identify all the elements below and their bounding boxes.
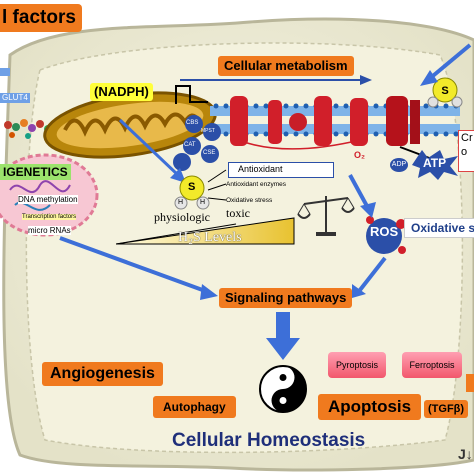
bracket-arrow-icon — [175, 85, 208, 104]
apoptosis-label: Apoptosis — [318, 394, 422, 420]
enzyme-mpst: MPST — [201, 128, 215, 134]
environmental-factors-title: l factors — [0, 4, 82, 32]
enzyme-cat: CAT — [184, 142, 196, 148]
physiologic-label: physiologic — [154, 210, 210, 224]
corner-logo: J↓ — [458, 446, 473, 462]
oxygen-label: O₂ — [354, 150, 365, 160]
atp-label: ATP — [423, 156, 447, 170]
right-clipped-box: Cr o — [458, 130, 474, 172]
autophagy-label: Autophagy — [153, 396, 236, 418]
cellular-homeostasis-label: Cellular Homeostasis — [172, 430, 366, 451]
antioxidant-title: Antioxidant — [238, 164, 283, 174]
antioxidant-box — [228, 162, 334, 178]
ros-label: ROS — [370, 224, 399, 239]
antioxidant-enzymes-label: Antioxidant enzymes — [226, 181, 286, 188]
tgfb-label: (TGFβ) — [424, 400, 469, 418]
glut4-label: GLUT4 — [0, 93, 30, 103]
h2s-levels-label: H₂S Levels — [178, 230, 242, 245]
enzyme-cse: CSE — [203, 150, 216, 156]
h2s-molecule-right: S — [427, 77, 463, 108]
pyroptosis-label: Pyroptosis — [328, 352, 386, 378]
oxidative-stress-small-label: Oxidative stress — [226, 197, 273, 204]
signaling-pathways-label: Signaling pathways — [219, 288, 353, 308]
electron-transport-chain — [210, 96, 460, 163]
h2s-hydrogen-right: H — [200, 199, 206, 206]
enzyme-cbs: CBS — [186, 120, 199, 126]
right-clipped-line1: Cr — [461, 132, 473, 144]
small-arrows — [207, 169, 227, 201]
right-orange-tag — [466, 374, 474, 392]
ferroptosis-label: Ferroptosis — [402, 352, 462, 378]
enzyme-cluster — [173, 115, 221, 171]
svg-text:S: S — [441, 85, 448, 97]
h2s-right-arrow — [420, 43, 472, 86]
nadph-label: (NADPH) — [90, 83, 153, 101]
transcription-factors-label: Transcription factors — [22, 214, 77, 220]
toxic-label: toxic — [226, 206, 250, 220]
yin-yang-icon — [259, 365, 307, 413]
dna-methylation-label: DNA methylation — [18, 195, 78, 204]
adp-label: ADP — [390, 158, 408, 172]
right-clipped-line2: o — [461, 146, 468, 158]
cellular-metabolism-label: Cellular metabolism — [218, 56, 354, 76]
angiogenesis-label: Angiogenesis — [42, 362, 163, 386]
membrane-receptors — [4, 119, 52, 139]
micro-rnas-label: micro RNAs — [28, 226, 71, 235]
h2s-levels-wedge — [116, 217, 295, 245]
atp-star-icon — [412, 150, 458, 180]
h2s-hydrogen-left: H — [178, 199, 184, 206]
receptor-tag — [0, 68, 10, 76]
h2s-sulfur-label: S — [188, 181, 196, 193]
h2s-molecule — [174, 175, 210, 210]
mitochondrion-icon — [43, 91, 217, 159]
oxidative-stress-label: Oxidative s — [404, 218, 474, 238]
balance-scale-icon — [297, 196, 355, 236]
epigenetics-label: IGENETICS — [0, 164, 71, 180]
